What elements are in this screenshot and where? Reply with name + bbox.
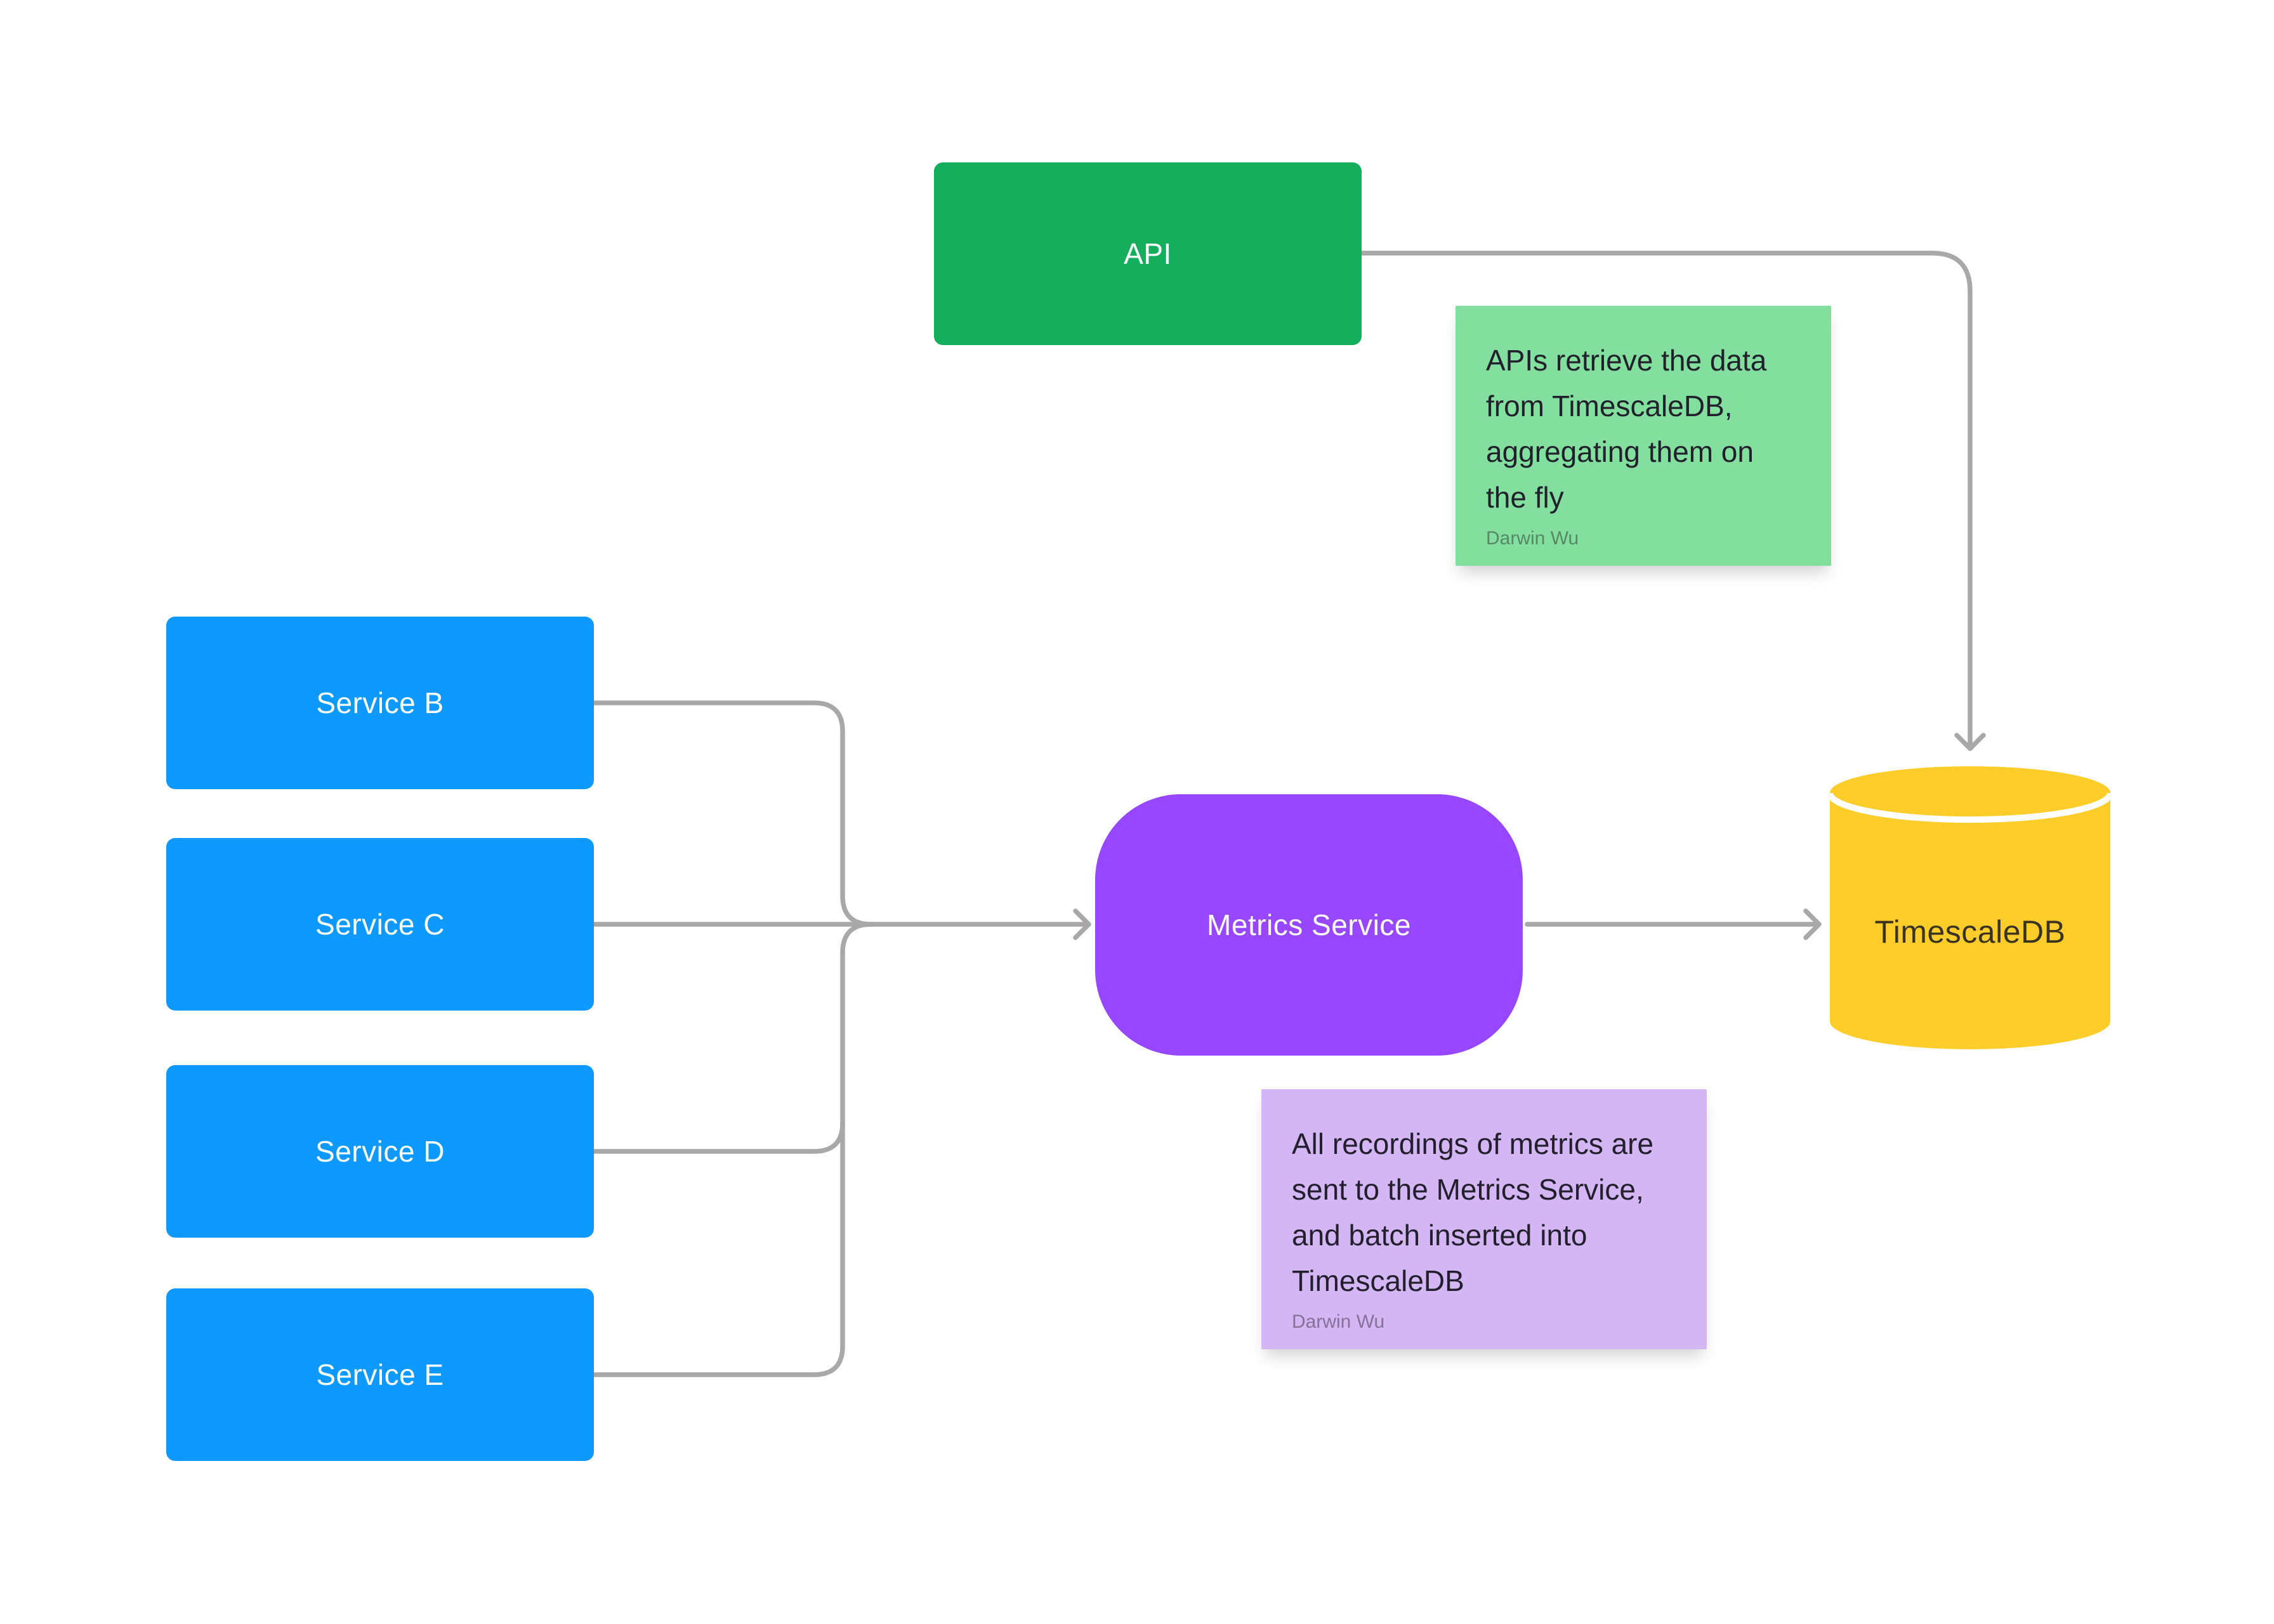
- node-metrics-service-label: Metrics Service: [1207, 908, 1411, 941]
- node-service-d-label: Service D: [315, 1135, 445, 1168]
- database-cylinder-icon: [1829, 766, 2112, 1049]
- connector-service-e-to-metrics[interactable]: [591, 922, 874, 1377]
- sticky-note-api-line: aggregating them on: [1486, 435, 1754, 468]
- node-service-d[interactable]: Service D: [166, 1065, 594, 1238]
- node-timescaledb-label: TimescaleDB: [1874, 914, 2066, 950]
- sticky-note-api-line: the fly: [1486, 481, 1564, 514]
- node-service-e-label: Service E: [316, 1358, 444, 1391]
- node-timescaledb[interactable]: TimescaleDB: [1829, 764, 2112, 1051]
- sticky-note-metrics-line: and batch inserted into: [1292, 1219, 1587, 1252]
- connector-service-d-to-metrics[interactable]: [591, 1120, 845, 1154]
- arrowhead-into-metrics: [1073, 908, 1091, 940]
- sticky-note-api-line: from TimescaleDB,: [1486, 390, 1733, 422]
- arrowhead-into-timescaledb-top: [1954, 733, 1986, 751]
- node-service-c[interactable]: Service C: [166, 838, 594, 1011]
- node-metrics-service[interactable]: Metrics Service: [1095, 794, 1523, 1056]
- node-service-c-label: Service C: [315, 908, 445, 941]
- sticky-note-api-author: Darwin Wu: [1486, 528, 1579, 549]
- sticky-note-metrics-author: Darwin Wu: [1292, 1311, 1385, 1332]
- node-service-b-label: Service B: [316, 686, 444, 719]
- sticky-note-metrics-line: sent to the Metrics Service,: [1292, 1173, 1644, 1206]
- sticky-note-api-line: APIs retrieve the data: [1486, 344, 1767, 377]
- node-service-b[interactable]: Service B: [166, 617, 594, 789]
- sticky-note-api[interactable]: APIs retrieve the data from TimescaleDB,…: [1456, 306, 1831, 566]
- node-service-e[interactable]: Service E: [166, 1288, 594, 1461]
- node-api[interactable]: API: [934, 162, 1362, 345]
- arrowhead-into-timescaledb-left: [1803, 908, 1822, 940]
- sticky-note-metrics-line: All recordings of metrics are: [1292, 1127, 1654, 1160]
- connector-api-to-timescaledb[interactable]: [1359, 251, 1973, 751]
- node-api-label: API: [1124, 237, 1172, 270]
- sticky-note-metrics[interactable]: All recordings of metrics are sent to th…: [1261, 1089, 1707, 1349]
- connector-service-b-to-metrics[interactable]: [591, 700, 874, 927]
- sticky-note-metrics-line: TimescaleDB: [1292, 1264, 1464, 1297]
